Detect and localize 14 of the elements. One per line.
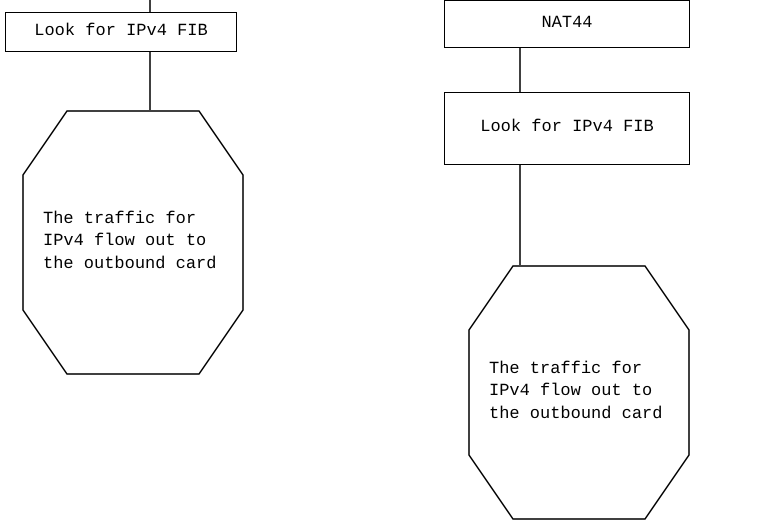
connector-line — [149, 52, 151, 110]
node-label: Look for IPv4 FIB — [34, 20, 208, 43]
octagon-node — [468, 265, 690, 520]
node-label: The traffic for IPv4 flow out to the outbound card — [489, 359, 664, 426]
process-box — [444, 92, 690, 165]
connector-line — [149, 0, 151, 12]
octagon-node — [22, 110, 244, 375]
connector-line — [519, 165, 521, 265]
process-box — [5, 12, 237, 52]
node-label: Look for IPv4 FIB — [480, 117, 654, 140]
node-label: The traffic for IPv4 flow out to the outbound card — [43, 209, 218, 276]
node-label: NAT44 — [541, 12, 592, 35]
process-box — [444, 0, 690, 48]
connector-line — [519, 48, 521, 92]
